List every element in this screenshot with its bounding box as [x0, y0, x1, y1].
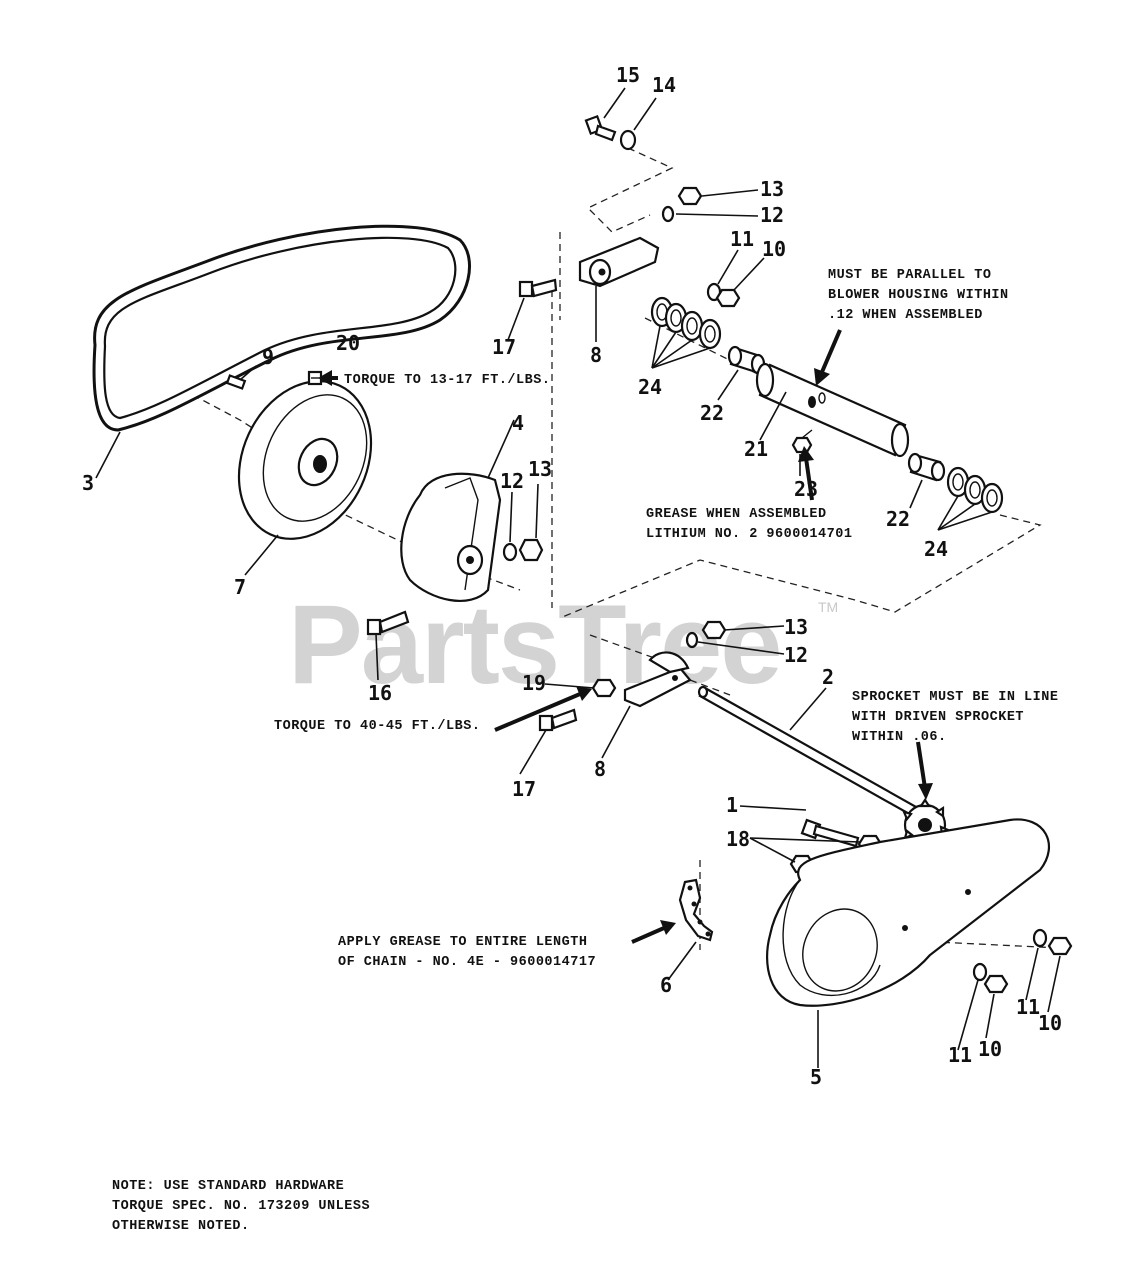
set-screw	[307, 370, 323, 386]
callout-4: 4	[512, 411, 524, 435]
callout-21: 21	[744, 437, 768, 461]
note-sprocket-line-1: SPROCKET MUST BE IN LINE	[852, 690, 1058, 705]
washers-upper	[650, 296, 722, 350]
belt-guard	[400, 472, 502, 602]
bolt-16	[366, 610, 410, 636]
note-sprocket-line-3: WITHIN .06.	[852, 730, 947, 745]
case-hardware	[972, 928, 1073, 994]
callout-11: 11	[730, 227, 754, 251]
key	[225, 374, 247, 390]
nuts-upper	[706, 282, 741, 308]
watermark-trademark: TM	[818, 599, 838, 615]
callout-8: 8	[594, 757, 606, 781]
callout-22: 22	[886, 507, 910, 531]
callout-22: 22	[700, 401, 724, 425]
callout-18: 18	[726, 827, 750, 851]
note-sprocket-line-2: WITH DRIVEN SPROCKET	[852, 710, 1024, 725]
callout-1: 1	[726, 793, 738, 817]
bearing-lower	[907, 452, 946, 482]
note-torque-setscrew: TORQUE TO 13-17 FT./LBS.	[344, 373, 550, 388]
callout-11: 11	[1016, 995, 1040, 1019]
bolt-17-upper	[518, 278, 558, 298]
callout-19: 19	[522, 671, 546, 695]
callout-2: 2	[822, 665, 834, 689]
callout-15: 15	[616, 63, 640, 87]
leader-lines	[95, 87, 1061, 1068]
note-grease-line-1: GREASE WHEN ASSEMBLED	[646, 507, 827, 522]
footer-note-line-2: TORQUE SPEC. NO. 173209 UNLESS	[112, 1199, 370, 1214]
callout-5: 5	[810, 1065, 822, 1089]
callout-16: 16	[368, 681, 392, 705]
callout-13: 13	[784, 615, 808, 639]
callout-8: 8	[590, 343, 602, 367]
callout-20: 20	[336, 331, 360, 355]
note-arrows	[318, 329, 933, 944]
note-grease-line-2: LITHIUM NO. 2 9600014701	[646, 527, 852, 542]
bracket-upper	[578, 236, 660, 288]
callout-17: 17	[512, 777, 536, 801]
idler-tube	[755, 362, 910, 458]
callout-7: 7	[234, 575, 246, 599]
callout-12: 12	[760, 203, 784, 227]
callout-6: 6	[660, 973, 672, 997]
watermark: PartsTree	[288, 582, 781, 707]
upper-hardware	[584, 114, 703, 223]
pulley	[237, 380, 373, 540]
note-parallel-line-2: BLOWER HOUSING WITHIN	[828, 288, 1009, 303]
washers-lower	[946, 466, 1004, 514]
chain-case	[766, 818, 1050, 1007]
callout-23: 23	[794, 477, 818, 501]
callout-24: 24	[638, 375, 662, 399]
note-chain-line-1: APPLY GREASE TO ENTIRE LENGTH	[338, 935, 587, 950]
callout-13: 13	[760, 177, 784, 201]
callout-12: 12	[784, 643, 808, 667]
grease-fitting	[791, 429, 813, 454]
bracket-lower	[623, 651, 692, 708]
callout-9: 9	[262, 345, 274, 369]
bolt-17-lower	[538, 708, 578, 732]
callout-11: 11	[948, 1043, 972, 1067]
notes: TORQUE TO 13-17 FT./LBS. MUST BE PARALLE…	[112, 268, 1058, 1234]
note-torque-bracket: TORQUE TO 40-45 FT./LBS.	[274, 719, 480, 734]
callout-numbers: 15 14 13 12 11 10 17 8 24 22 21 23 22 24…	[82, 63, 1062, 1089]
callout-14: 14	[652, 73, 676, 97]
callout-24: 24	[924, 537, 948, 561]
callout-13: 13	[528, 457, 552, 481]
callout-3: 3	[82, 471, 94, 495]
note-parallel-line-3: .12 WHEN ASSEMBLED	[828, 308, 983, 323]
chain	[678, 878, 714, 942]
footer-note-line-1: NOTE: USE STANDARD HARDWARE	[112, 1179, 344, 1194]
lower-hardware	[685, 620, 727, 649]
bearing-upper	[727, 345, 766, 375]
callout-10: 10	[762, 237, 786, 261]
note-chain-line-2: OF CHAIN - NO. 4E - 9600014717	[338, 955, 596, 970]
v-belt	[92, 224, 472, 432]
note-parallel-line-1: MUST BE PARALLEL TO	[828, 268, 991, 283]
guard-hardware	[502, 538, 544, 562]
callout-17: 17	[492, 335, 516, 359]
callout-10: 10	[978, 1037, 1002, 1061]
callout-12: 12	[500, 469, 524, 493]
callout-10: 10	[1038, 1011, 1062, 1035]
nut-19	[591, 678, 617, 698]
footer-note-line-3: OTHERWISE NOTED.	[112, 1219, 250, 1234]
